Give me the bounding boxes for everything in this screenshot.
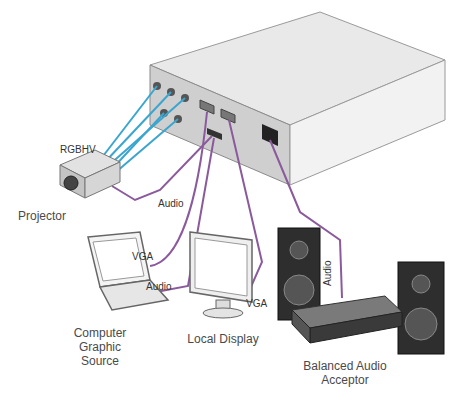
signal-label: RGBHV <box>60 144 96 156</box>
audio-cable <box>112 136 212 200</box>
signal-label: VGA <box>246 298 267 310</box>
monitor-screen <box>195 238 247 296</box>
speaker-woofer <box>284 275 314 305</box>
projector-lens <box>64 176 78 190</box>
device-caption: Balanced Audio Acceptor <box>301 359 389 387</box>
device-node: Balanced Audio Acceptor <box>265 222 425 387</box>
speaker <box>278 228 320 320</box>
device-caption: Local Display <box>187 332 258 346</box>
rgbhv-cable <box>112 113 164 169</box>
projector-front <box>60 165 85 198</box>
signal-label: Audio <box>158 198 184 210</box>
power-socket <box>262 124 278 146</box>
signal-label: Audio <box>146 281 172 293</box>
amplifier-side <box>292 310 310 343</box>
amplifier-front <box>310 312 402 343</box>
signal-label: VGA <box>132 251 153 263</box>
device-node: Local Display <box>178 228 268 346</box>
monitor-base <box>203 308 243 318</box>
speaker-woofer <box>405 308 437 340</box>
dsub-connector <box>221 109 235 123</box>
dsub-connector <box>200 100 214 114</box>
speaker <box>398 262 444 354</box>
device-side <box>290 60 445 185</box>
rgbhv-cable <box>116 119 178 172</box>
device-node: Projector <box>10 145 120 223</box>
device-caption: Projector <box>18 209 66 223</box>
projector-side <box>85 162 120 198</box>
speaker-tweeter <box>290 241 308 259</box>
speaker-tweeter <box>412 275 430 293</box>
monitor-frame <box>190 232 252 302</box>
device-caption: Computer Graphic Source <box>69 326 131 368</box>
signal-label: Audio <box>322 260 334 286</box>
